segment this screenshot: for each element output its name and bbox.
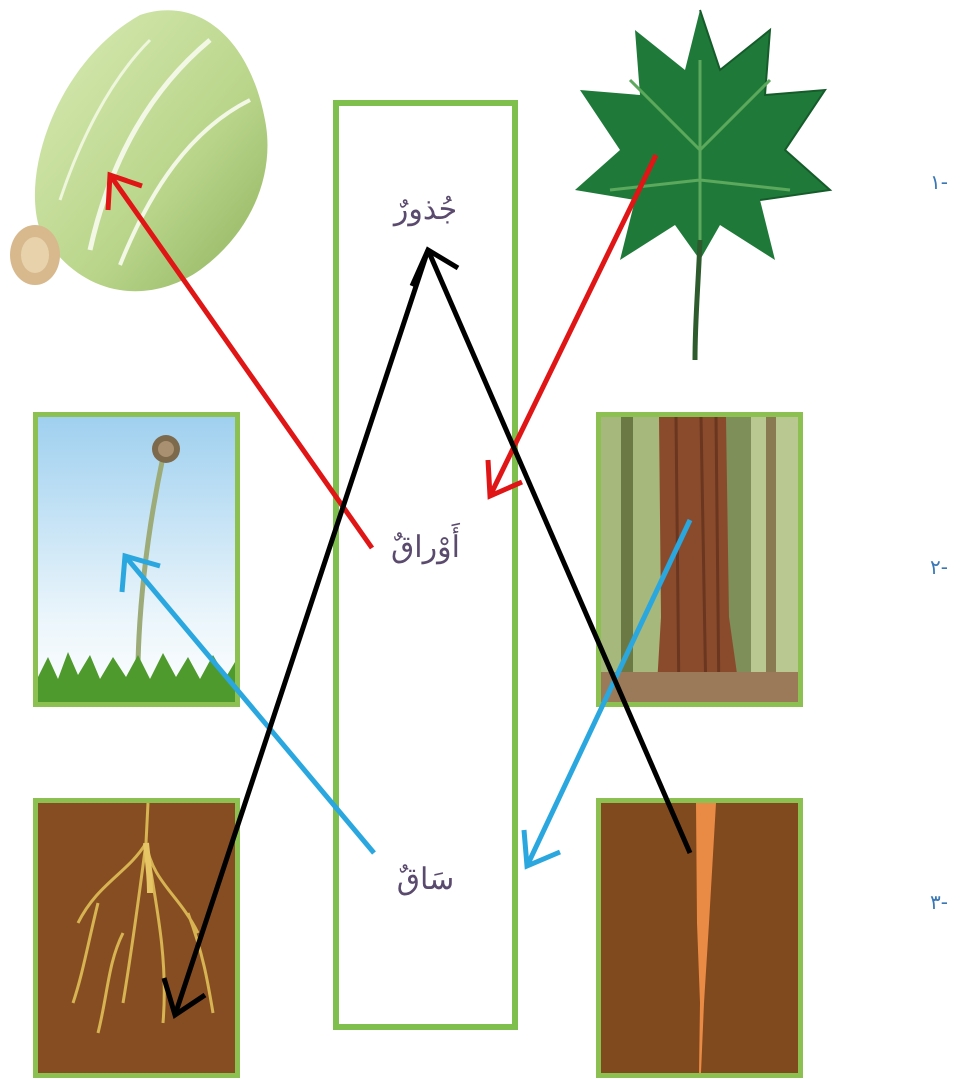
blue-arrow-to-dandelion <box>125 556 374 853</box>
black-arrow-to-roots-word <box>428 250 690 853</box>
blue-arrow-to-stem-word <box>527 520 690 866</box>
black-arrow-to-roots-photo <box>175 250 428 1015</box>
red-arrow-to-lettuce <box>110 175 372 548</box>
